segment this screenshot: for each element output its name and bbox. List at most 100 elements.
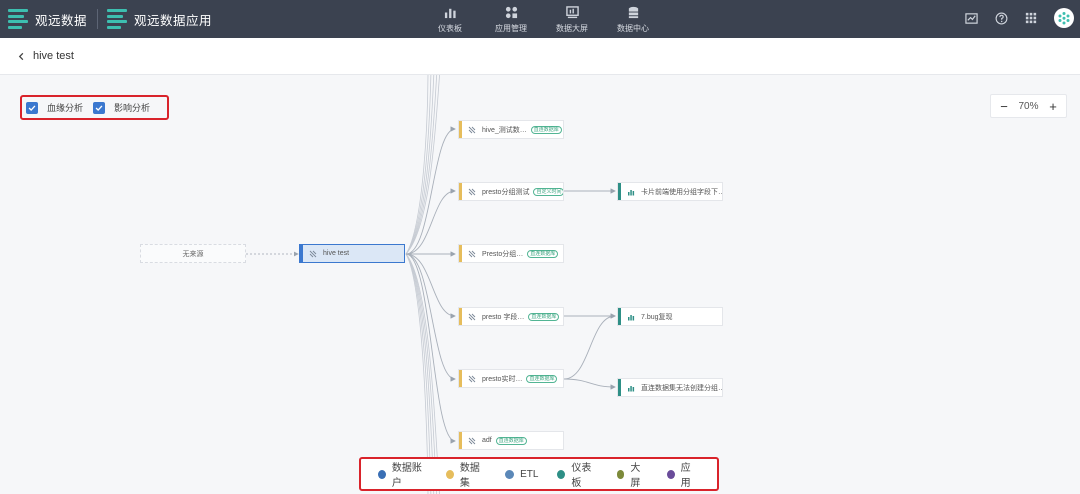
source-node-label: 无来源 xyxy=(182,250,204,258)
node-tag: 直连数据库 xyxy=(526,374,558,383)
node-label: presto 字段… xyxy=(482,313,525,321)
dataset-node[interactable]: adf 直连数据库 xyxy=(458,431,564,450)
dataset-icon xyxy=(468,126,476,134)
nav-item-label: 应用管理 xyxy=(495,24,527,33)
lineage-canvas[interactable]: 血缘分析 影响分析 − 70% + 无来源 hive test hive_测试数… xyxy=(0,75,1080,494)
legend-item: 应用 xyxy=(666,459,698,489)
nav-item-label: 仪表板 xyxy=(438,24,462,33)
node-tag: 直连数据库 xyxy=(530,125,562,134)
node-tag: 直连数据库 xyxy=(495,436,527,445)
page-title: hive test xyxy=(33,50,74,62)
dataset-icon xyxy=(468,250,476,258)
top-right-actions xyxy=(964,8,1074,28)
node-type-bar xyxy=(459,183,462,200)
nav-item-label: 数据中心 xyxy=(617,24,649,33)
analysis-filter-group: 血缘分析 影响分析 xyxy=(20,95,169,120)
legend-dot xyxy=(557,469,566,479)
brand-name: 观远数据 xyxy=(35,13,88,28)
database-icon xyxy=(628,6,638,19)
page-header: hive test xyxy=(0,38,1080,75)
dashboard-node[interactable]: 7.bug复现 xyxy=(617,307,723,326)
legend-dot xyxy=(666,469,675,479)
dataset-node[interactable]: presto分组测试 自定义时间 xyxy=(458,182,564,201)
brand-divider xyxy=(97,9,99,29)
avatar[interactable] xyxy=(1054,8,1074,28)
nav-item-dashboard[interactable]: 仪表板 xyxy=(420,3,480,37)
zoom-out-button[interactable]: − xyxy=(1000,98,1008,114)
legend-dot xyxy=(446,469,454,479)
node-type-bar xyxy=(618,183,621,200)
node-tag: 直连数据库 xyxy=(527,249,559,258)
grid-icon[interactable] xyxy=(1024,11,1038,25)
dashboard-node[interactable]: 直连数据集无法创建分组… xyxy=(617,378,723,397)
node-type-bar xyxy=(459,308,462,325)
zoom-in-button[interactable]: + xyxy=(1049,98,1057,114)
legend-label: 应用 xyxy=(680,463,691,489)
etl-node-root[interactable]: hive test xyxy=(299,244,405,263)
node-label: presto分组测试 xyxy=(482,188,530,196)
zoom-level: 70% xyxy=(1018,100,1039,112)
main-nav: 仪表板 应用管理 数据大屏 数据中心 xyxy=(420,3,664,37)
node-type-bar xyxy=(459,370,462,387)
dataset-node[interactable]: presto实时… 直连数据库 xyxy=(458,369,564,388)
node-tag: 直连数据库 xyxy=(528,312,560,321)
filter-label: 血缘分析 xyxy=(47,103,84,113)
checkbox-checked-icon[interactable] xyxy=(93,101,106,114)
bar-chart-icon xyxy=(627,313,635,321)
dashboard-node[interactable]: 卡片前端使用分组字段下… xyxy=(617,182,723,201)
legend-item: 仪表板 xyxy=(557,459,597,489)
legend-label: 数据账户 xyxy=(391,463,422,489)
legend-item: 数据账户 xyxy=(378,459,427,489)
nav-item-label: 数据大屏 xyxy=(556,24,588,33)
legend-dot xyxy=(616,469,625,479)
top-navigation-bar: 观远数据 观远数据应用 仪表板 应用管理 数据大屏 数据中心 xyxy=(0,0,1080,38)
back-icon[interactable] xyxy=(17,51,27,61)
zoom-control: − 70% + xyxy=(990,94,1067,118)
legend-item: ETL xyxy=(505,469,538,480)
legend-item: 大屏 xyxy=(616,459,648,489)
legend-dot xyxy=(505,469,515,479)
node-label: 卡片前端使用分组字段下… xyxy=(641,188,723,196)
legend-label: 仪表板 xyxy=(571,463,592,489)
legend-item: 数据集 xyxy=(446,459,486,489)
dataset-icon xyxy=(468,313,476,321)
dataset-node[interactable]: Presto分组… 直连数据库 xyxy=(458,244,564,263)
node-type-bar xyxy=(618,308,621,325)
node-label: hive_测试数… xyxy=(482,126,527,134)
help-icon[interactable] xyxy=(994,11,1008,25)
brand[interactable]: 观远数据 观远数据应用 xyxy=(8,7,212,31)
node-label: 直连数据集无法创建分组… xyxy=(641,384,723,392)
filter-lineage[interactable]: 血缘分析 xyxy=(26,101,83,114)
nav-item-app-manage[interactable]: 应用管理 xyxy=(481,3,541,37)
node-type-bar xyxy=(459,121,462,138)
dataset-node[interactable]: presto 字段… 直连数据库 xyxy=(458,307,564,326)
analytics-icon[interactable] xyxy=(964,11,978,25)
checkbox-checked-icon[interactable] xyxy=(26,101,38,114)
node-type-legend: 数据账户 数据集 ETL 仪表板 大屏 应用 xyxy=(359,457,719,491)
legend-label: 大屏 xyxy=(630,463,641,489)
dataset-icon xyxy=(468,437,476,445)
node-label: Presto分组… xyxy=(482,250,524,258)
nav-item-data-center[interactable]: 数据中心 xyxy=(603,3,663,37)
node-label: 7.bug复现 xyxy=(641,313,673,321)
app-logo-icon xyxy=(107,9,128,29)
app-name: 观远数据应用 xyxy=(134,13,213,28)
bar-chart-icon xyxy=(627,188,635,196)
node-type-bar xyxy=(459,245,462,262)
user-avatar-icon xyxy=(1058,12,1070,25)
node-type-bar xyxy=(459,432,462,449)
brand-logo-icon xyxy=(8,9,28,29)
nav-item-big-screen[interactable]: 数据大屏 xyxy=(542,3,602,37)
node-type-bar xyxy=(300,245,303,262)
bar-chart-icon xyxy=(444,8,456,19)
bar-chart-icon xyxy=(627,384,635,392)
node-label: hive test xyxy=(323,250,350,257)
apps-icon xyxy=(505,6,517,19)
dataset-node[interactable]: hive_测试数… 直连数据库 xyxy=(458,120,564,139)
legend-label: ETL xyxy=(520,468,539,480)
source-node[interactable]: 无来源 xyxy=(140,244,246,263)
node-type-bar xyxy=(618,379,621,396)
filter-label: 影响分析 xyxy=(114,103,151,113)
dataset-icon xyxy=(468,375,476,383)
filter-impact[interactable]: 影响分析 xyxy=(93,101,150,114)
